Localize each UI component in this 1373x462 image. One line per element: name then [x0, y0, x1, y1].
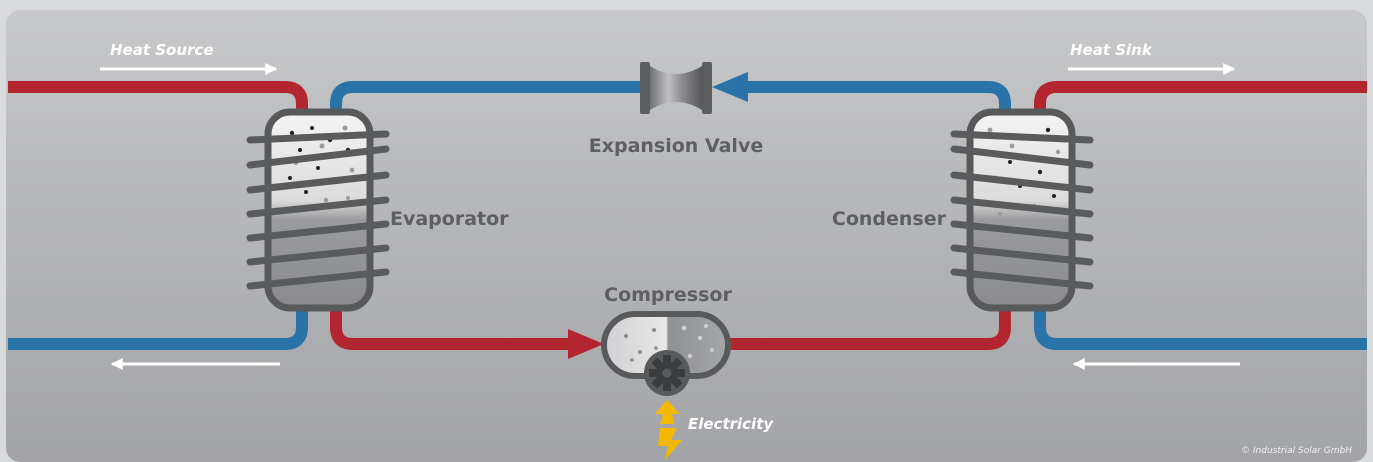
heat-sink-inlet-line [1034, 300, 1367, 350]
compressor-label: Compressor [604, 284, 732, 306]
evaporator-label: Evaporator [390, 208, 509, 230]
electricity-label: Electricity [688, 415, 774, 433]
flow-arrow-to-compressor [568, 329, 604, 359]
flow-arrow-to-valve [712, 72, 748, 102]
copyright-notice: © Industrial Solar GmbH [1241, 446, 1352, 456]
heat-source-outlet-line [8, 300, 308, 350]
heat-sink-outlet-line [1034, 81, 1367, 118]
condenser-tank [950, 108, 1094, 312]
valve-icon [640, 62, 712, 114]
refrigerant-line-to-condenser [720, 300, 1011, 350]
gear-icon [644, 350, 690, 396]
evaporator-tank [246, 108, 390, 312]
refrigerant-line-to-compressor [330, 300, 572, 350]
heat-source-label: Heat Source [110, 41, 214, 59]
refrigerant-line-to-evaporator [330, 81, 640, 118]
lightning-bolt-icon [655, 400, 682, 460]
heat-source-inlet-line [8, 81, 308, 118]
heat-sink-label: Heat Sink [1070, 41, 1153, 59]
refrigerant-line-from-condenser [748, 81, 1011, 118]
expansion-valve-label: Expansion Valve [589, 135, 763, 157]
condenser-label: Condenser [832, 208, 947, 230]
